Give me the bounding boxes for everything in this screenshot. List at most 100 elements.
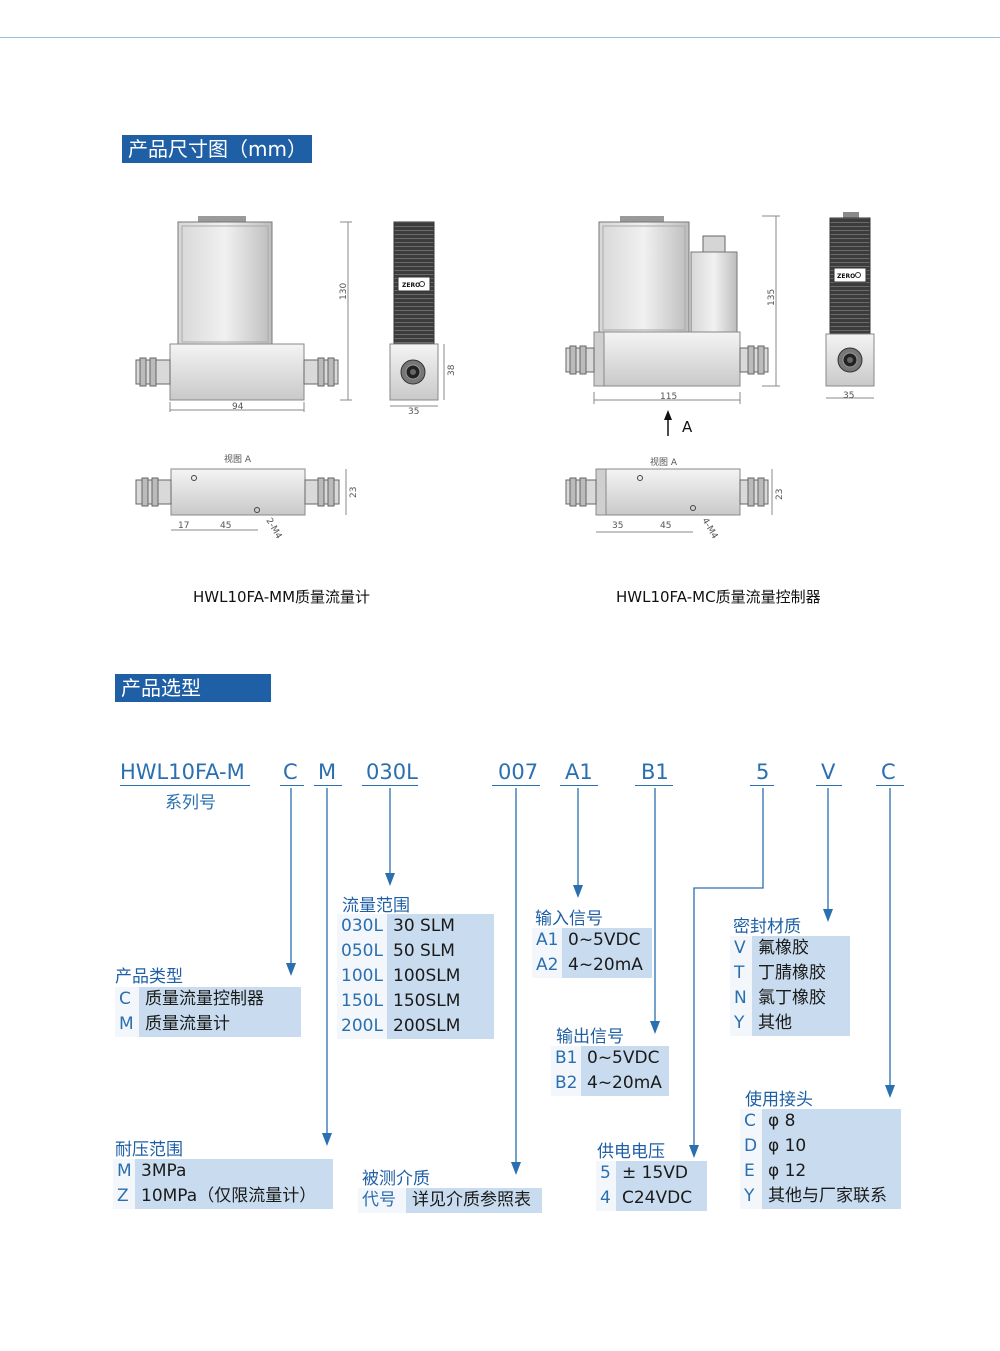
- connector-title: 使用接头: [745, 1090, 813, 1110]
- table-row: 代号详见介质参照表: [358, 1188, 542, 1213]
- option-value: C24VDC: [616, 1186, 707, 1211]
- option-code: 4: [596, 1186, 616, 1211]
- option-value: 4~20mA: [562, 953, 652, 978]
- code-connector: C: [881, 760, 896, 784]
- code-power: 5: [756, 760, 770, 784]
- dim-side-width-35: 35: [408, 407, 419, 417]
- option-value: 100SLM: [387, 964, 494, 989]
- code-underline: [816, 785, 842, 786]
- code-flow-range: 030L: [366, 760, 418, 784]
- view-a-label: 视图 A: [224, 453, 252, 465]
- code-pressure: M: [318, 760, 337, 784]
- series-code: HWL10FA-M: [120, 760, 245, 784]
- dim-view-height-23: 23: [775, 489, 785, 500]
- flow-meter-front-view: 130 94: [135, 216, 352, 412]
- output-signal-title: 输出信号: [556, 1027, 624, 1047]
- view-a-label: 视图 A: [650, 456, 678, 468]
- option-code: M: [115, 1012, 139, 1037]
- code-input-signal: A1: [565, 760, 593, 784]
- dim-side-height-38: 38: [447, 364, 457, 376]
- dimension-drawings: 130 94 ZERO 35 38 视图 A 23 17 45 2-M4: [135, 212, 875, 541]
- selection-section-title: 产品选型: [115, 674, 271, 702]
- option-code: V: [730, 936, 752, 961]
- option-code: D: [740, 1134, 762, 1159]
- option-value: 其他与厂家联系: [762, 1184, 901, 1209]
- option-code: 150L: [337, 989, 387, 1014]
- code-seal: V: [821, 760, 836, 784]
- option-value: 氯丁橡胶: [752, 986, 850, 1011]
- dimensions-section-title: 产品尺寸图（mm）: [122, 135, 312, 163]
- dim-offset-35: 35: [612, 521, 623, 531]
- option-value: ± 15VD: [616, 1161, 707, 1186]
- dim-width-115: 115: [660, 392, 677, 402]
- flow-range-title: 流量范围: [342, 896, 410, 916]
- series-underline: [120, 785, 250, 786]
- option-value: 30 SLM: [387, 914, 494, 939]
- medium-table: 代号详见介质参照表: [358, 1188, 542, 1213]
- code-underline: [314, 785, 342, 786]
- right-product-caption: HWL10FA-MC质量流量控制器: [616, 588, 821, 606]
- dim-view-height-23: 23: [349, 487, 359, 498]
- option-code: M: [113, 1159, 135, 1184]
- option-value: φ 10: [762, 1134, 901, 1159]
- option-value: 10MPa（仅限流量计）: [135, 1184, 333, 1209]
- seal-title: 密封材质: [733, 917, 801, 937]
- option-value: φ 8: [762, 1109, 901, 1134]
- product-type-title: 产品类型: [115, 967, 183, 987]
- dim-side-width-35: 35: [843, 391, 854, 401]
- power-title: 供电电压: [597, 1142, 665, 1162]
- dim-height-130: 130: [339, 283, 349, 300]
- option-code: 050L: [337, 939, 387, 964]
- option-code: E: [740, 1159, 762, 1184]
- option-code: C: [115, 987, 139, 1012]
- flow-controller-view-a: 视图 A 23 35 45 4-M4: [565, 456, 785, 541]
- option-value: 4~20mA: [581, 1071, 669, 1096]
- option-code: Z: [113, 1184, 135, 1209]
- option-value: 150SLM: [387, 989, 494, 1014]
- code-underline: [876, 785, 904, 786]
- flow-controller-front-view: 135 115 A: [565, 215, 780, 436]
- option-code: A2: [532, 953, 562, 978]
- option-value: 200SLM: [387, 1014, 494, 1039]
- code-underline: [560, 785, 598, 786]
- option-code: 100L: [337, 964, 387, 989]
- option-code: T: [730, 961, 752, 986]
- option-code: 代号: [358, 1188, 406, 1213]
- option-code: 5: [596, 1161, 616, 1186]
- code-underline: [750, 785, 774, 786]
- option-value: 质量流量计: [139, 1012, 301, 1037]
- option-value: 0~5VDC: [581, 1046, 669, 1071]
- code-product-type: C: [283, 760, 298, 784]
- option-code: B1: [551, 1046, 581, 1071]
- flow-controller-side-view: ZERO 35: [825, 212, 875, 401]
- option-value: 质量流量控制器: [139, 987, 301, 1012]
- option-value: 0~5VDC: [562, 928, 652, 953]
- option-code: 030L: [337, 914, 387, 939]
- option-value: 详见介质参照表: [406, 1188, 542, 1213]
- flow-meter-side-view: ZERO 35 38: [389, 221, 457, 417]
- option-code: A1: [532, 928, 562, 953]
- code-underline: [635, 785, 673, 786]
